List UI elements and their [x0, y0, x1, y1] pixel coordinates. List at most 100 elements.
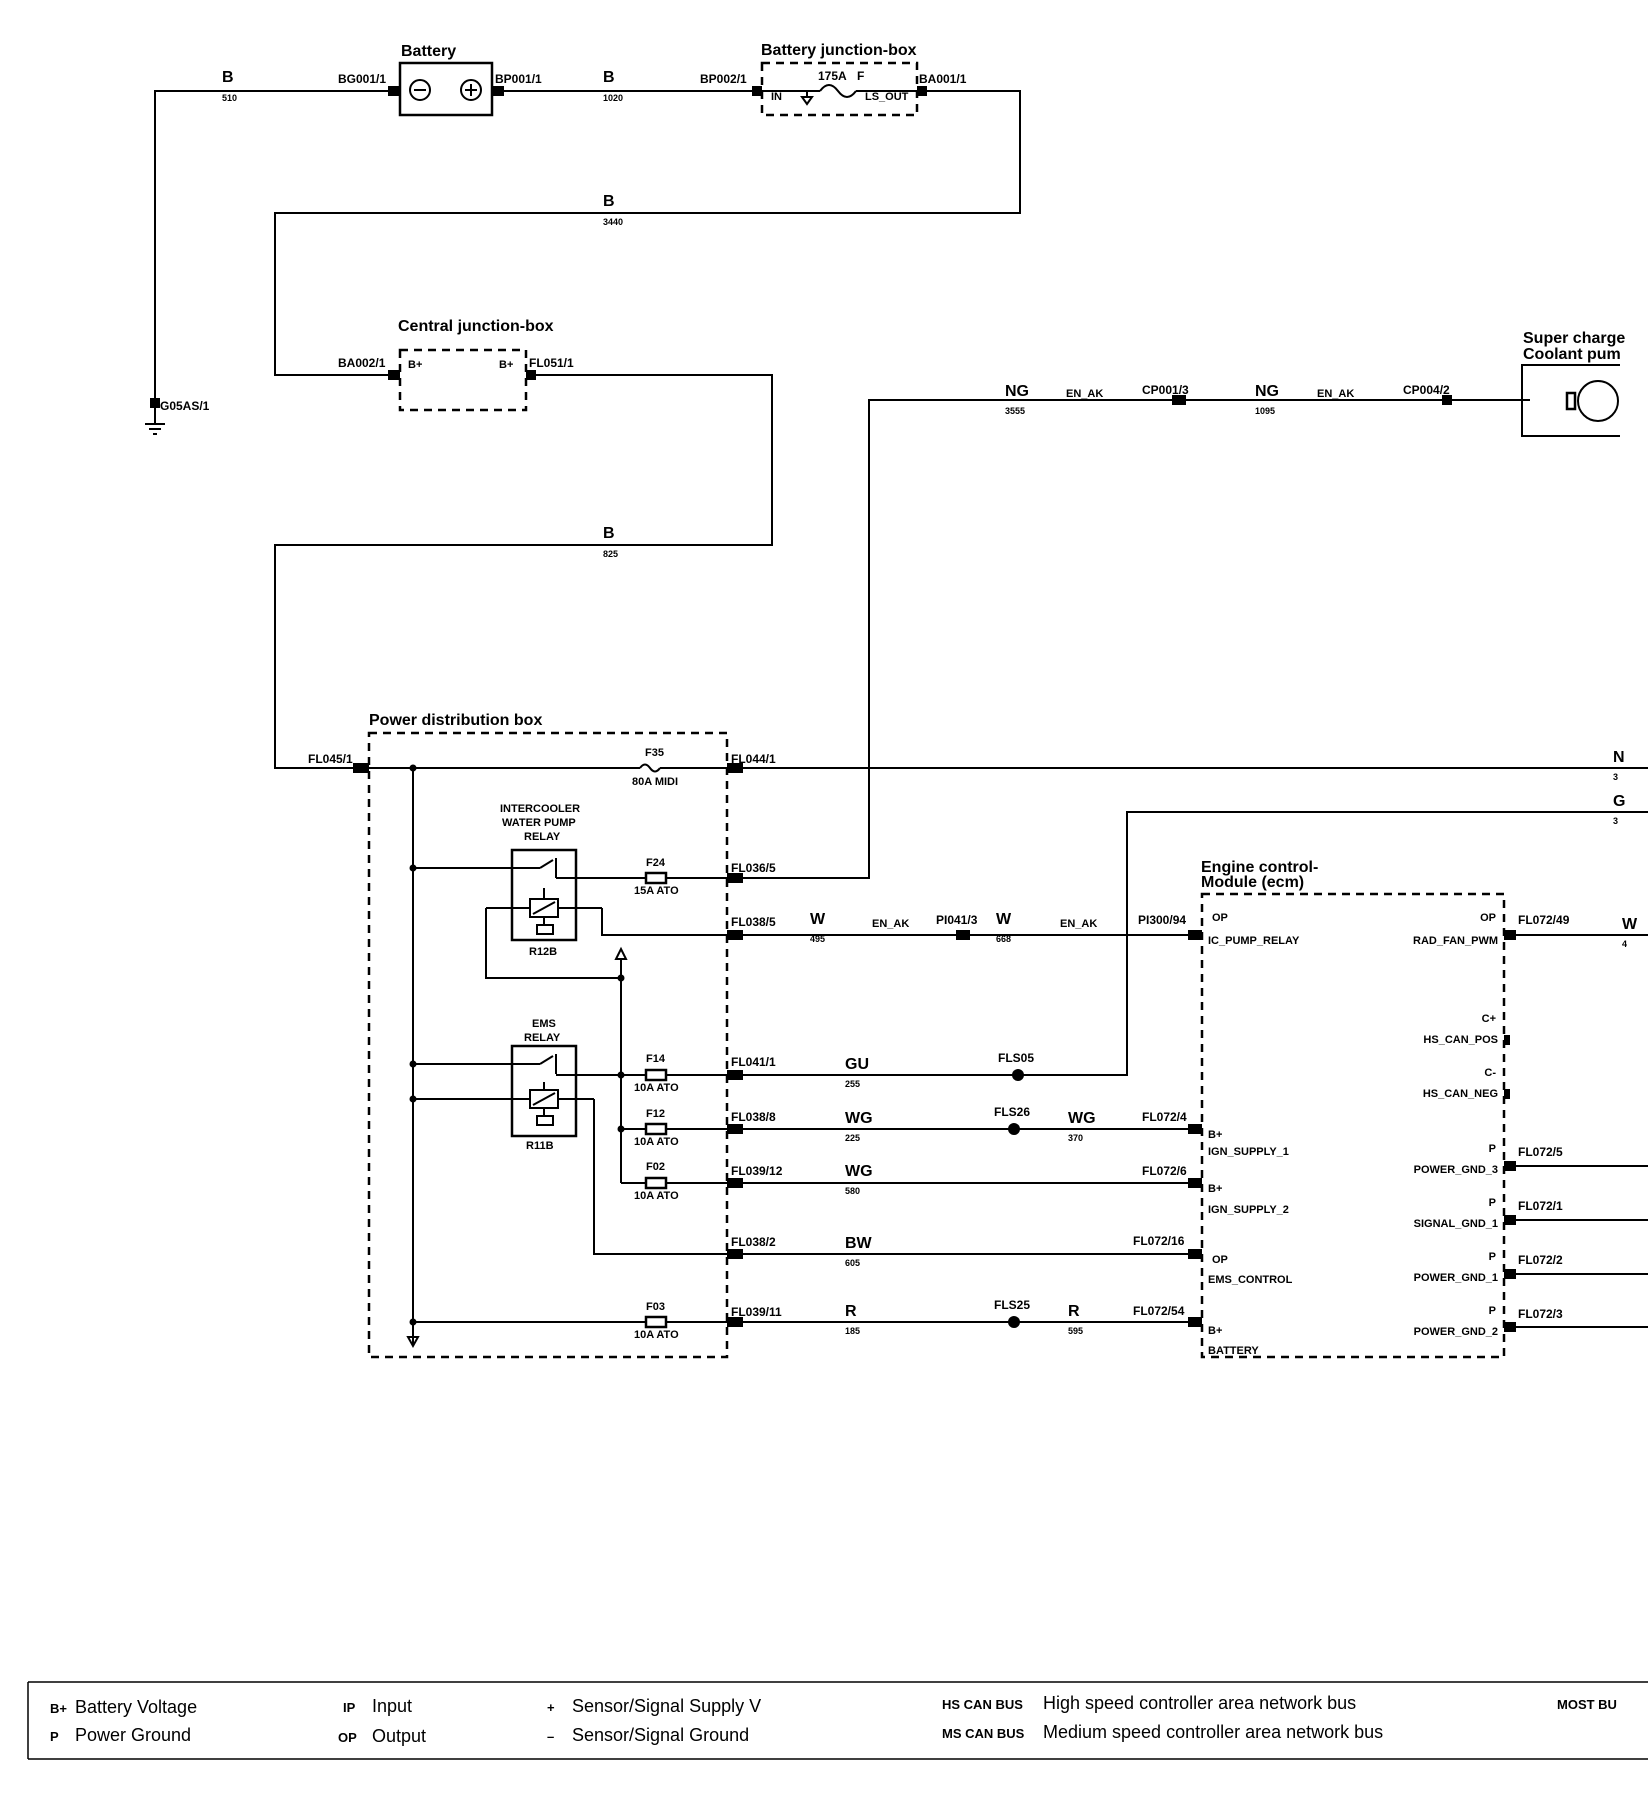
legend-hs-abbr: HS CAN BUS [942, 1697, 1023, 1712]
splice-fls26 [1008, 1123, 1020, 1135]
wire-color-370: WG [1068, 1110, 1096, 1127]
legend-ip-desc: Input [372, 1696, 412, 1716]
wire-825 [274, 374, 773, 769]
ecm-pin-hs-can-pos: HS_CAN_POS [1423, 1034, 1498, 1046]
legend-p-desc: Power Ground [75, 1725, 191, 1745]
harness-en-ak-2: EN_AK [1317, 388, 1354, 400]
connector-fl072-49: FL072/49 [1518, 913, 1570, 927]
supercharger-pump-symbol [1521, 364, 1620, 437]
connector-fl038-8: FL038/8 [731, 1110, 776, 1124]
ems-relay-title-1: EMS [532, 1018, 556, 1030]
connector-fl036: FL036/5 [731, 861, 776, 875]
ecm-pin-p-3: P [1489, 1251, 1496, 1263]
connector-fls05: FLS05 [998, 1051, 1034, 1065]
connector-fl039-11: FL039/11 [731, 1305, 782, 1319]
wire-color-510: B [222, 69, 234, 86]
wire-number-1020: 1020 [603, 93, 623, 103]
connector-fl072-16: FL072/16 [1133, 1234, 1185, 1248]
ecm-pin-battery: BATTERY [1208, 1345, 1259, 1357]
wire-number-edge-n: 3 [1613, 772, 1618, 782]
connector-fl072-6: FL072/6 [1142, 1164, 1187, 1178]
legend-p-abbr: P [50, 1729, 59, 1744]
central-junction-box-title: Central junction-box [398, 318, 554, 335]
ecm-pin-power-gnd-2: POWER_GND_2 [1414, 1326, 1498, 1338]
connector-fl072-1: FL072/1 [1518, 1199, 1563, 1213]
legend-hs-desc: High speed controller area network bus [1043, 1693, 1356, 1713]
wire-color-edge-w: W [1622, 916, 1638, 933]
wire-color-255: GU [845, 1056, 869, 1073]
legend: B+ Battery Voltage P Power Ground IP Inp… [27, 1681, 1648, 1760]
connector-fl051: FL051/1 [529, 356, 574, 370]
fuse-f12 [644, 1122, 668, 1136]
fuse-f24-rating: 15A ATO [634, 885, 679, 897]
battery-junction-pin-out: LS_OUT [865, 91, 909, 103]
connector-bg001: BG001/1 [338, 72, 386, 86]
connector-fl038-5: FL038/5 [731, 915, 776, 929]
battery-ground-wire [145, 90, 398, 435]
harness-en-ak-3: EN_AK [872, 918, 909, 930]
splice-fls05 [1012, 1069, 1024, 1081]
fuse-f24 [644, 871, 668, 885]
ecm-pin-hs-can-neg: HS_CAN_NEG [1423, 1088, 1498, 1100]
wire-3555-1095 [868, 399, 1530, 876]
wire-color-185: R [845, 1303, 857, 1320]
ecm-pin-op-1: OP [1212, 912, 1228, 924]
ems-relay-id: R11B [526, 1140, 554, 1152]
wire-color-580: WG [845, 1163, 873, 1180]
wire-color-1095: NG [1255, 383, 1279, 400]
fuse-f02-name: F02 [646, 1161, 665, 1173]
connector-ba001: BA001/1 [919, 72, 967, 86]
ecm-pin-power-gnd-1: POWER_GND_1 [1414, 1272, 1498, 1284]
fuse-f02-rating: 10A ATO [634, 1190, 679, 1202]
legend-ms-abbr: MS CAN BUS [942, 1726, 1025, 1741]
legend-ms-desc: Medium speed controller area network bus [1043, 1722, 1383, 1742]
fuse-f35-rating: 80A MIDI [632, 776, 678, 788]
connector-bp001: BP001/1 [495, 72, 542, 86]
fuse-f14-name: F14 [646, 1053, 666, 1065]
connector-ba002: BA002/1 [338, 356, 386, 370]
intercooler-relay-title-1: INTERCOOLER [500, 803, 580, 815]
wire-number-edge-g: 3 [1613, 816, 1618, 826]
connector-pi041: PI041/3 [936, 913, 978, 927]
wire-color-1020: B [603, 69, 615, 86]
connector-fl039-12: FL039/12 [731, 1164, 783, 1178]
wire-color-3555: NG [1005, 383, 1029, 400]
fuse-f14 [644, 1068, 668, 1082]
connector-cp001: CP001/3 [1142, 383, 1189, 397]
ecm-pin-ign-supply-2: IGN_SUPPLY_2 [1208, 1204, 1289, 1216]
ecm-title-1: Engine control- [1201, 859, 1318, 876]
wire-color-668: W [996, 911, 1012, 928]
power-distribution-box [367, 731, 729, 1359]
ecm-pin-b-3: B+ [1208, 1325, 1222, 1337]
connector-fl072-4: FL072/4 [1142, 1110, 1187, 1124]
fuse-f35 [639, 763, 661, 773]
wire-color-825: B [603, 525, 615, 542]
wire-number-3440: 3440 [603, 217, 623, 227]
connector-fl045: FL045/1 [308, 752, 353, 766]
legend-ip-abbr: IP [343, 1700, 356, 1715]
main-fuse-rating: 175A [818, 69, 847, 83]
ecm-pin-c-plus: C+ [1482, 1013, 1496, 1025]
harness-en-ak-4: EN_AK [1060, 918, 1097, 930]
wire-color-495: W [810, 911, 826, 928]
legend-op-abbr: OP [338, 1730, 357, 1745]
legend-most-abbr: MOST BU [1557, 1697, 1617, 1712]
battery-junction-box-title: Battery junction-box [761, 42, 917, 59]
splice-fls25 [1008, 1316, 1020, 1328]
battery-junction-box [760, 61, 919, 117]
legend-minus-abbr: – [547, 1729, 554, 1744]
ecm-pin-p-4: P [1489, 1305, 1496, 1317]
legend-bplus-abbr: B+ [50, 1701, 67, 1716]
ecm-pin-ign-supply-1: IGN_SUPPLY_1 [1208, 1146, 1289, 1158]
connector-pi300: PI300/94 [1138, 913, 1186, 927]
wire-number-225: 225 [845, 1133, 860, 1143]
connector-cp004: CP004/2 [1403, 383, 1450, 397]
connector-fl038-2: FL038/2 [731, 1235, 776, 1249]
wire-number-605: 605 [845, 1258, 860, 1268]
wire-color-edge-g: G [1613, 793, 1625, 810]
ecm-pin-p-1: P [1489, 1143, 1496, 1155]
wire-number-825: 825 [603, 549, 618, 559]
fuse-f03-rating: 10A ATO [634, 1329, 679, 1341]
wire-color-3440: B [603, 193, 615, 210]
battery-title: Battery [401, 43, 456, 60]
